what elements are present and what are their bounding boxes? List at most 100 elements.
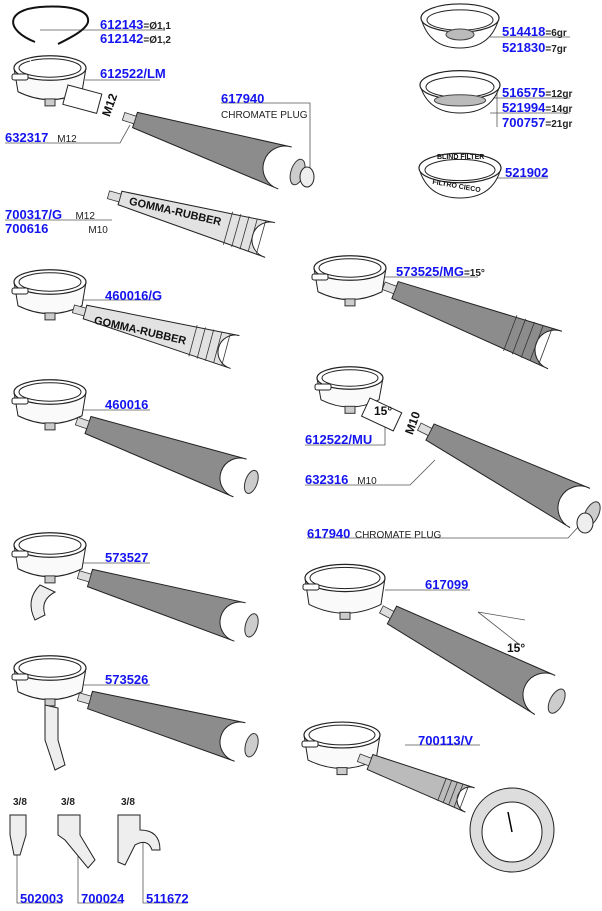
rim	[13, 379, 87, 405]
spout-thread	[344, 405, 356, 414]
label-632317: 632317 M12	[5, 130, 77, 146]
chromate-plug-top	[299, 166, 315, 188]
label-700024: 700024	[81, 891, 124, 907]
rim-inner	[18, 58, 82, 78]
blank	[29, 59, 61, 75]
part-code[interactable]: 612143	[100, 17, 144, 32]
spout-thread	[44, 575, 56, 584]
part-code[interactable]: 521994	[502, 100, 546, 115]
part-code[interactable]: 514418	[502, 24, 546, 39]
rim	[13, 532, 87, 558]
handle-460016	[84, 415, 247, 498]
part-note: M10	[357, 476, 377, 487]
knurl-line	[204, 329, 215, 361]
knurl-line	[503, 315, 518, 352]
spout-thread	[344, 298, 356, 307]
size-label: 3/8	[13, 797, 27, 808]
lug	[11, 397, 29, 405]
knurl-line	[196, 327, 206, 359]
part-suffix: =6gr	[545, 28, 567, 39]
thread-stub	[74, 416, 90, 430]
rim	[316, 366, 384, 390]
part-code[interactable]: 502003	[20, 891, 64, 906]
thread-stub	[378, 605, 395, 620]
thread-stub	[76, 692, 92, 705]
label-700757: 700757=21gr	[502, 115, 572, 131]
lug	[311, 273, 329, 281]
part-code[interactable]: 617940	[307, 526, 351, 541]
handle-573525mg	[391, 280, 563, 370]
part-code[interactable]: 632317	[5, 130, 49, 145]
part-code[interactable]: 573525/MG	[396, 264, 464, 279]
leader-lines	[5, 29, 581, 904]
label-573527: 573527	[105, 550, 148, 566]
handle-632316	[425, 423, 591, 529]
part-code[interactable]: 617099	[425, 577, 469, 592]
label-700616: 700616 M10	[5, 221, 108, 237]
knurl-line	[247, 218, 258, 252]
part-code[interactable]: 521830	[502, 40, 546, 55]
part-code[interactable]: 700113/V	[418, 733, 473, 748]
knurl-line	[459, 786, 469, 810]
lug	[302, 583, 320, 591]
part-code[interactable]: 700317/G	[5, 207, 63, 222]
part-code[interactable]: 460016/G	[105, 288, 163, 303]
size-label: 3/8	[121, 797, 135, 808]
part-code[interactable]: 700616	[5, 221, 49, 236]
part-code[interactable]: 612522/LM	[100, 66, 166, 81]
part-code[interactable]: 700024	[81, 891, 125, 906]
filter-rim	[418, 152, 502, 184]
part-note: CHROMATE PLUG	[221, 110, 308, 121]
part-code[interactable]: 573526	[105, 672, 149, 687]
thread-stub	[106, 190, 122, 203]
label-612522-mu: 612522/MU	[305, 432, 372, 448]
knurl-line	[520, 321, 535, 358]
label-573525-mg: 573525/MG=15°	[396, 264, 485, 280]
spout-thread	[336, 767, 348, 776]
knurl-line	[188, 325, 198, 357]
part-code[interactable]: 700757	[502, 115, 546, 130]
part-code[interactable]: 617940	[221, 91, 265, 106]
part-code[interactable]: 460016	[105, 397, 149, 412]
rim-inner	[18, 658, 82, 678]
handle-573527	[86, 568, 246, 642]
spout-thread	[44, 312, 56, 321]
label-617940-bottom: 617940 CHROMATE PLUG	[307, 526, 441, 542]
part-code[interactable]: 573527	[105, 550, 149, 565]
part-code[interactable]: 521902	[505, 165, 549, 180]
double-spout-573527	[30, 584, 57, 621]
blind-filter-text: BLIND FILTER	[437, 154, 485, 161]
label-460016: 460016	[105, 397, 148, 413]
rim	[313, 255, 387, 281]
spout-thread	[339, 611, 351, 620]
part-code[interactable]: 632316	[305, 472, 349, 487]
part-code[interactable]: 612142	[100, 31, 144, 46]
knurl-line	[221, 333, 231, 366]
rim-inner	[309, 566, 381, 590]
lug	[11, 673, 29, 681]
part-code[interactable]: 516575	[502, 85, 546, 100]
pressure-gauge-dial	[481, 801, 543, 863]
part-suffix: =12gr	[545, 89, 573, 100]
rim-inner	[318, 258, 382, 278]
knurl-line	[511, 318, 527, 355]
thread-stub	[416, 422, 433, 437]
filter-rim-inner	[424, 158, 496, 182]
knurl-line	[448, 781, 458, 806]
knurl-line	[239, 216, 250, 250]
rim	[13, 55, 87, 81]
lug	[314, 383, 332, 391]
knurl-line	[453, 783, 464, 808]
thread-stub	[356, 753, 372, 767]
spout-700024	[57, 814, 96, 869]
spout-511672	[117, 814, 161, 866]
part-code[interactable]: 511672	[146, 891, 189, 906]
chromate-plug-bottom	[576, 512, 594, 534]
part-code[interactable]: 612522/MU	[305, 432, 373, 447]
rim	[304, 563, 386, 593]
spring-ring	[12, 5, 90, 45]
single-spout-573526	[44, 704, 66, 771]
handle-socket	[360, 397, 403, 432]
